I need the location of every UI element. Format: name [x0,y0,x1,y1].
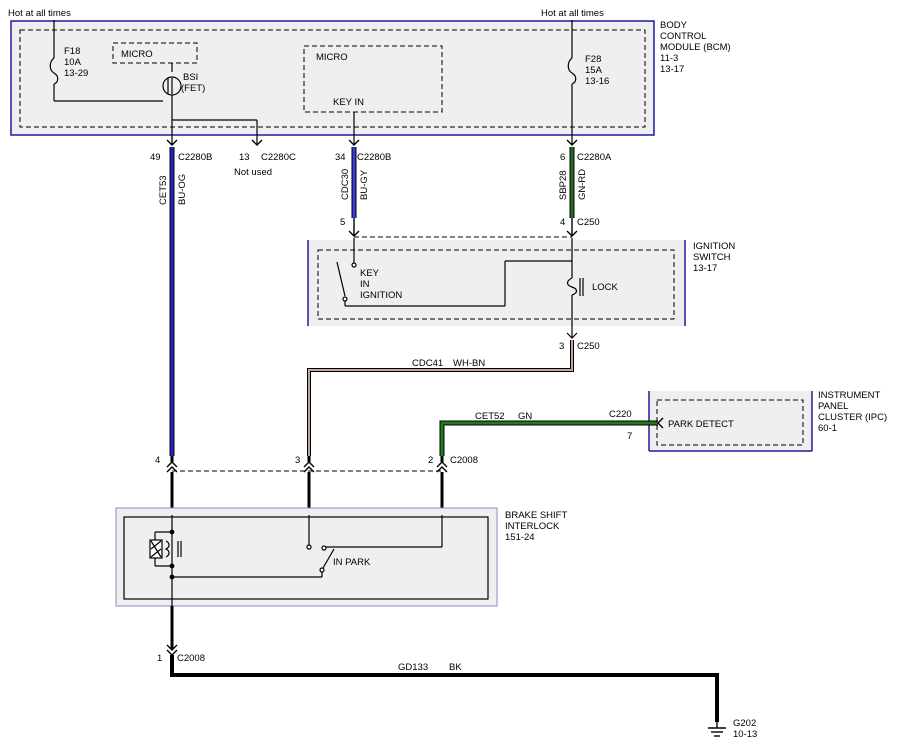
bcm-title-1: BODY [660,20,688,31]
gd133-label: GD133 [398,662,428,673]
bsi-title-3: 151-24 [505,532,535,543]
micro-label-2: MICRO [316,52,348,63]
in-label: IN [360,279,370,290]
c2008-top-connectors [166,456,448,515]
c250-top-arrows [348,218,578,238]
in-park-label: IN PARK [333,557,371,568]
ign-title-1: IGNITION [693,241,735,252]
c250-4-pin: 4 [560,217,565,228]
ign-title-2: SWITCH [693,252,731,263]
gn-rd-label: GN-RD [577,169,588,200]
ign-title-3: 13-17 [693,263,717,274]
park-detect-label: PARK DETECT [668,419,734,430]
lock-label: LOCK [592,282,619,293]
c2280b-49-pin: 49 [150,152,161,163]
micro-label-1: MICRO [121,49,153,60]
brake-shift-interlock [115,507,498,607]
c250-3-conn: C250 [577,341,600,352]
not-used-label: Not used [234,167,272,178]
f28-ref: 13-16 [585,76,609,87]
cet52-label: CET52 [475,411,505,422]
bcm-internal-wiring [171,95,355,144]
f18-ref: 13-29 [64,68,88,79]
bcm-title-4: 11-3 [660,53,678,64]
pin-3-label: 3 [295,455,300,466]
c2008-1-pin: 1 [157,653,162,664]
ignition-switch [307,240,686,326]
f28-amps: 15A [585,65,603,76]
c2280b-34-pin: 34 [335,152,346,163]
g202-ref: 10-13 [733,729,757,740]
ipc-title-4: 60-1 [818,423,837,434]
cdc30-label: CDC30 [340,169,351,200]
ignition-switch-wiring [336,238,584,339]
g202-label: G202 [733,718,756,729]
ipc-module [648,391,813,452]
bcm-connector-arrows [166,139,578,146]
wire-gd133 [170,655,719,722]
c2280a-6-pin: 6 [560,152,565,163]
c2008-2-conn: C2008 [450,455,478,466]
f18-circuit [49,20,173,102]
bu-og-label: BU-OG [177,174,188,205]
ignition-label: IGNITION [360,290,402,301]
bcm-title-3: MODULE (BCM) [660,42,731,53]
pin-5-label: 5 [340,217,345,228]
wire-cdc41 [307,340,574,456]
c250-3-pin: 3 [559,341,564,352]
sbp28-label: SBP28 [558,170,569,200]
bk-label: BK [449,662,462,673]
wire-cet52 [439,417,664,456]
gn-label: GN [518,411,532,422]
bsi-label: BSI [183,72,198,83]
ipc-title-1: INSTRUMENT [818,390,880,401]
key-in-label: KEY IN [333,97,364,108]
c2008-bottom-connector [166,606,178,656]
ipc-title-2: PANEL [818,401,848,412]
fet-label: (FET) [181,83,205,94]
c2008-1-conn: C2008 [177,653,205,664]
c2280c-13-conn: C2280C [261,152,296,163]
bsi-title-2: INTERLOCK [505,521,560,532]
bu-gy-label: BU-GY [359,169,370,200]
pin-4-label: 4 [155,455,160,466]
c2280c-13-pin: 13 [239,152,250,163]
cdc41-label: CDC41 [412,358,443,369]
c2008-2-pin: 2 [428,455,433,466]
ground-symbol [708,722,726,737]
c220-label: C220 [609,409,632,420]
hot-right-label: Hot at all times [541,8,604,19]
c250-4-conn: C250 [577,217,600,228]
c2280a-6-conn: C2280A [577,152,612,163]
wh-bn-label: WH-BN [453,358,485,369]
pin-7-label: 7 [627,431,632,442]
c2280b-49-conn: C2280B [178,152,212,163]
bcm-title-2: CONTROL [660,31,706,42]
bcm-title-5: 13-17 [660,64,684,75]
bcm-module [10,20,655,136]
key-label: KEY [360,268,380,279]
ipc-title-3: CLUSTER (IPC) [818,412,887,423]
f18-amps: 10A [64,57,82,68]
bsi-title-1: BRAKE SHIFT [505,510,567,521]
f18-label: F18 [64,46,80,57]
hot-left-label: Hot at all times [8,8,71,19]
f28-label: F28 [585,54,601,65]
f28-circuit [567,20,577,144]
cet53-label: CET53 [158,175,169,205]
c2280b-34-conn: C2280B [357,152,391,163]
